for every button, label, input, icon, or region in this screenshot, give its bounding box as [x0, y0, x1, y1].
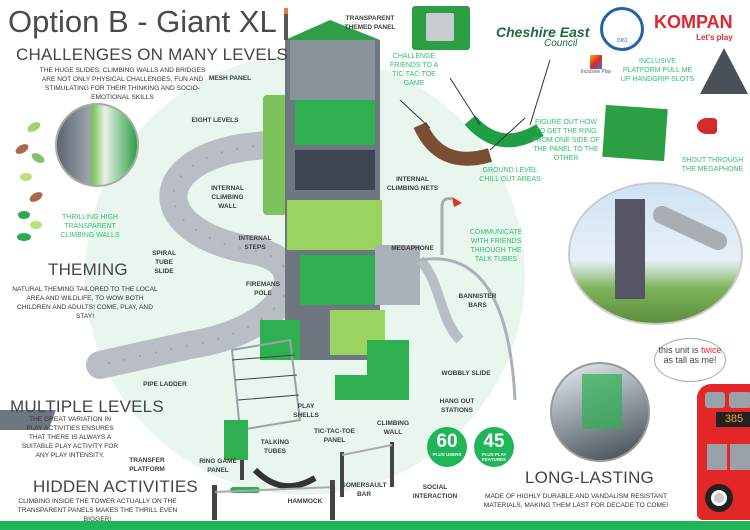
- label-talking-tubes: TALKING TUBES: [260, 439, 290, 455]
- long-lasting-heading: LONG-LASTING: [525, 468, 654, 487]
- users-value: 60: [436, 431, 458, 452]
- label-transfer-platform: TRANSFER PLATFORM: [129, 457, 165, 473]
- label-internal-climbing-nets: INTERNAL CLIMBING NETS: [386, 176, 439, 192]
- label-play-shells: PLAY SHELLS: [293, 403, 319, 419]
- climbing-holds-illustration: [15, 122, 45, 241]
- label-wobbly-slide: WOBBLY SLIDE: [441, 370, 491, 377]
- label-ring-game-panel: RING GAME PANEL: [199, 458, 237, 474]
- label-social-interaction: SOCIAL INTERACTION: [412, 484, 458, 500]
- challenges-heading: CHALLENGES ON MANY LEVELS: [16, 45, 289, 64]
- multiple-levels-body: THE GREAT VARIATION IN PLAY ACTIVITIES E…: [21, 416, 119, 459]
- handgrip-platform-image: [700, 48, 748, 94]
- ring-game-panel-image: [602, 104, 668, 162]
- theming-heading: THEMING: [48, 260, 128, 279]
- climbing-wall-photo: [55, 103, 139, 187]
- kompan-tagline: Let's play: [696, 33, 733, 42]
- challenges-body: THE HUGE SLIDES, CLIMBING WALLS AND BRID…: [39, 67, 206, 101]
- label-transparent-themed-panel: TRANSPARENT THEMED PANEL: [344, 15, 396, 31]
- label-hang-out-stations: HANG OUT STATIONS: [439, 398, 475, 414]
- label-somersault-bar: SOMERSAULT BAR: [341, 482, 387, 498]
- handgrip-caption: INCLUSIVE PLATFORM PULL ME UP HANDGRIP S…: [620, 58, 695, 83]
- climbing-walls-caption: THRILLING HIGH TRANSPARENT CLIMBING WALL…: [60, 214, 120, 239]
- kompan-wordmark: KOMPAN: [654, 12, 733, 32]
- council-sub: Council: [544, 38, 578, 49]
- label-megaphone: MEGAPHONE: [391, 245, 434, 252]
- label-internal-steps: INTERNAL STEPS: [238, 235, 272, 251]
- installed-playground-photo: [568, 182, 743, 325]
- features-value: 45: [483, 431, 505, 452]
- tic-tac-toe-caption: CHALLENGE FRIENDS TO A TIC-TAC-TOE GAME: [389, 53, 439, 87]
- label-internal-climbing-wall: INTERNAL CLIMBING WALL: [211, 185, 244, 210]
- label-climbing-wall: CLIMBING WALL: [376, 420, 410, 436]
- bubble-text-post: as tall as me!: [663, 355, 717, 365]
- label-bannister-bars: BANNISTER BARS: [458, 293, 497, 309]
- label-mesh-panel: MESH PANEL: [208, 75, 252, 82]
- talk-tube-image: [440, 197, 462, 255]
- multiple-levels-heading: MULTIPLE LEVELS: [10, 397, 164, 416]
- label-hammock: HAMMOCK: [287, 498, 323, 505]
- megaphone-caption: SHOUT THROUGH THE MEGAPHONE: [681, 157, 744, 173]
- inclusive-play-logo: Inclusive Play: [578, 55, 614, 75]
- label-pipe-ladder: PIPE LADDER: [143, 381, 187, 388]
- council-name: Cheshire East: [496, 24, 590, 40]
- label-spiral-tube-slide: SPIRAL TUBE SLIDE: [152, 250, 176, 275]
- ring-game-caption: FIGURE OUT HOW TO GET THE RING FROM ONE …: [532, 119, 600, 162]
- hidden-activities-heading: HIDDEN ACTIVITIES: [33, 477, 198, 496]
- chill-out-caption: GROUND LEVEL CHILL OUT AREAS: [479, 167, 541, 183]
- label-firemans-pole: FIREMANS POLE: [246, 281, 280, 297]
- talk-tubes-caption: COMMUNICATE WITH FRIENDS THROUGH THE TAL…: [469, 229, 523, 263]
- inclusive-play-text: Inclusive Play: [580, 69, 612, 75]
- speech-bubble: this unit is twice as tall as me!: [654, 338, 726, 382]
- bus-number-display: 385: [716, 412, 750, 427]
- label-tic-tac-toe-panel: TIC-TAC-TOE PANEL: [314, 428, 355, 444]
- page-title: Option B - Giant XL: [8, 4, 277, 39]
- interior-photo: [550, 362, 650, 462]
- council-crest: 1961: [600, 7, 644, 51]
- theming-body: NATURAL THEMING TAILORED TO THE LOCAL AR…: [12, 286, 158, 320]
- hidden-activities-body: CLIMBING INSIDE THE TOWER ACTUALLY ON TH…: [17, 498, 178, 523]
- bus-wheel: [705, 484, 733, 512]
- double-decker-bus: 385: [697, 384, 750, 520]
- play-shells-image: [399, 60, 551, 166]
- label-eight-levels: EIGHT LEVELS: [191, 117, 239, 124]
- bubble-text-emphasis: twice: [701, 345, 722, 355]
- users-label: PLUS USERS: [432, 452, 462, 457]
- inclusive-play-icon: [590, 55, 602, 69]
- megaphone-image: [697, 118, 717, 134]
- tic-tac-toe-panel-image: [412, 6, 470, 50]
- cheshire-east-logo: Cheshire East Council: [496, 24, 589, 49]
- crest-year: 1961: [616, 38, 628, 44]
- bubble-text-pre: this unit is: [658, 345, 701, 355]
- kompan-logo: KOMPAN Let's play: [654, 12, 733, 42]
- footer-bar: [0, 521, 750, 530]
- long-lasting-body: MADE OF HIGHLY DURABLE AND VANDALISM RES…: [483, 493, 669, 509]
- features-label: PLUS PLAY FEATURES: [481, 452, 507, 462]
